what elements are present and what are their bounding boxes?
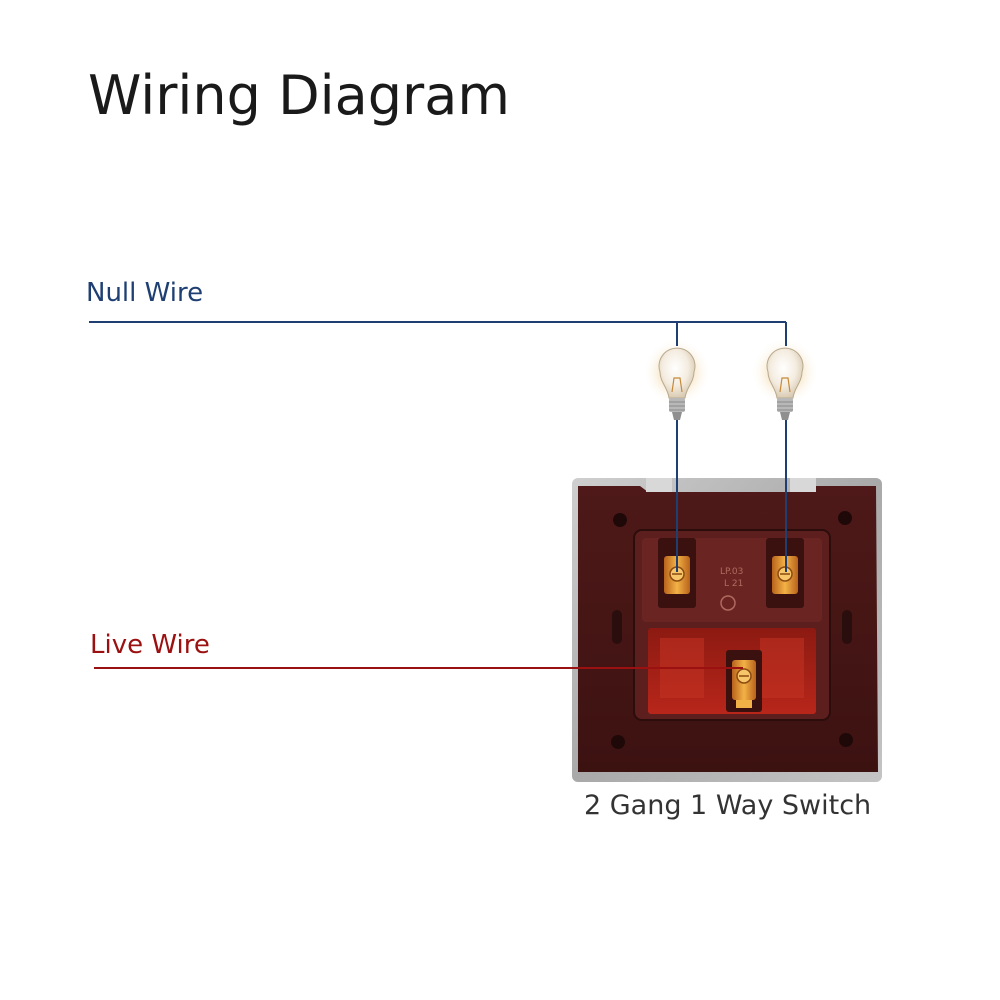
red-pad [760,638,804,698]
light-bulb-icon [751,338,819,420]
screw-hole [611,735,625,749]
mounting-slot [842,610,852,644]
null-wire [89,321,787,572]
plate-notch-left [646,478,672,492]
switch-module: LP.03 L 21 [572,478,882,782]
screw-hole [838,511,852,525]
terminal-left [658,538,696,608]
live-wire-label: Live Wire [90,630,210,660]
screw-hole [613,513,627,527]
terminal-live [726,650,762,712]
housing-mark: L 21 [724,579,743,589]
screw-hole [839,733,853,747]
light-bulb-icon [643,338,711,420]
terminal-right [766,538,804,608]
mounting-slot [612,610,622,644]
switch-caption: 2 Gang 1 Way Switch [584,790,872,821]
null-wire-label: Null Wire [86,278,204,308]
housing-mark: LP.03 [720,567,743,577]
plate-notch-right [790,478,816,492]
page-title: Wiring Diagram [88,64,510,127]
cert-mark [720,595,736,611]
